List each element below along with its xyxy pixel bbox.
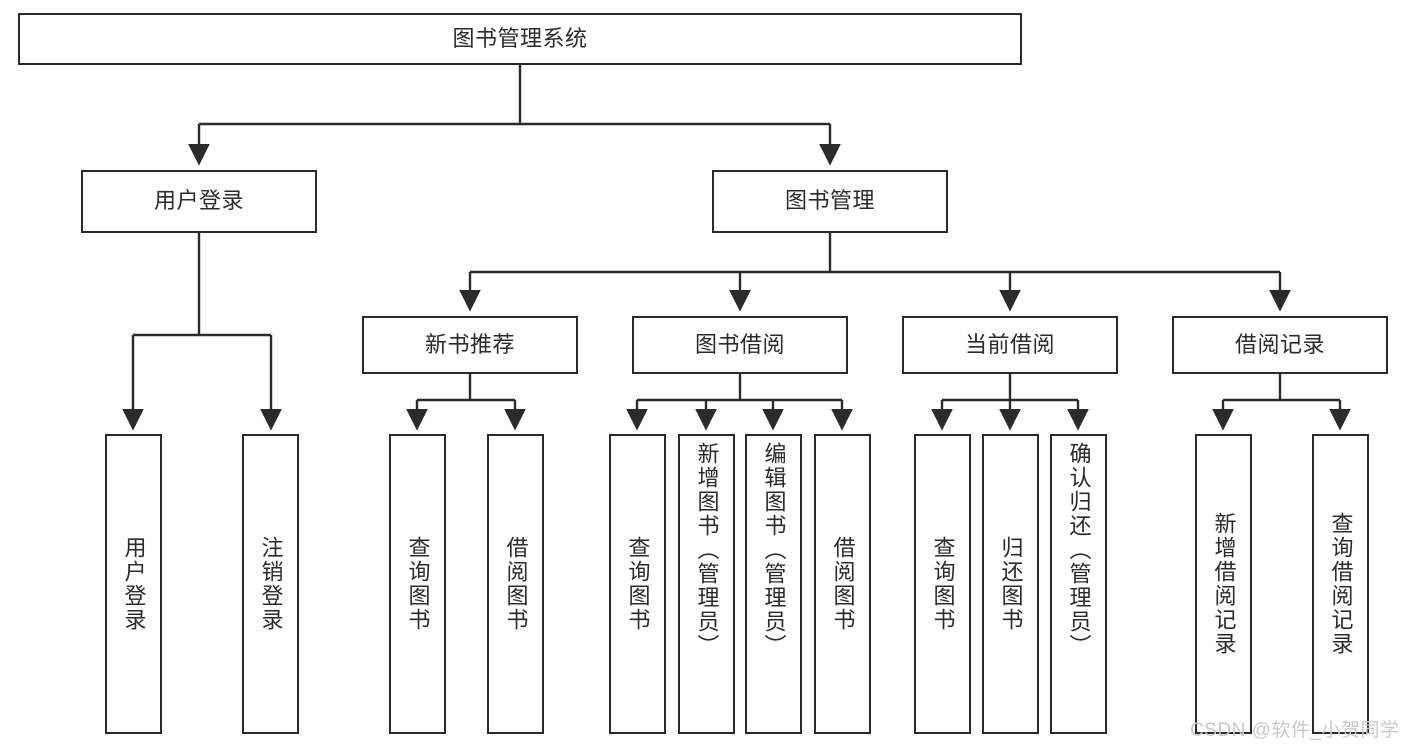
- node-label: 新书推荐: [424, 331, 515, 357]
- leaf-new-book-query-book: 查询图书: [389, 434, 446, 734]
- node-user-login: 用户登录: [81, 170, 317, 233]
- node-label: 图书借阅: [694, 331, 785, 357]
- node-label: 查询图书: [405, 536, 431, 632]
- leaf-book-borrow-query-book: 查询图书: [609, 434, 666, 734]
- node-label: 用户登录: [153, 188, 244, 214]
- node-label: 查询图书: [625, 536, 651, 632]
- node-label: 借阅图书: [830, 536, 856, 632]
- csdn-watermark: CSDN @软件_小贺同学: [1190, 720, 1400, 741]
- leaf-book-borrow-borrow-book: 借阅图书: [814, 434, 871, 734]
- leaf-user-login-login: 用户登录: [105, 434, 162, 734]
- leaf-book-borrow-edit-book-admin: 编辑图书（管理员）: [745, 434, 802, 734]
- leaf-current-borrow-query-book: 查询图书: [914, 434, 971, 734]
- leaf-current-borrow-return-book: 归还图书: [982, 434, 1039, 734]
- node-root-system: 图书管理系统: [18, 13, 1022, 65]
- node-label: 查询图书: [930, 536, 956, 632]
- node-book-management: 图书管理: [712, 170, 948, 233]
- node-label: 图书管理: [784, 188, 875, 214]
- node-label: 归还图书: [998, 536, 1024, 632]
- node-label: 编辑图书（管理员）: [761, 442, 787, 658]
- leaf-borrow-record-query-record: 查询借阅记录: [1312, 434, 1369, 734]
- node-label: 确认归还（管理员）: [1066, 442, 1092, 658]
- leaf-user-login-logout: 注销登录: [242, 434, 299, 734]
- node-current-borrow: 当前借阅: [902, 316, 1118, 374]
- node-new-book-recommend: 新书推荐: [362, 316, 578, 374]
- node-label: 注销登录: [258, 536, 284, 632]
- leaf-new-book-borrow-book: 借阅图书: [487, 434, 544, 734]
- node-borrow-record: 借阅记录: [1172, 316, 1388, 374]
- node-label: 图书管理系统: [452, 25, 588, 51]
- node-label: 借阅图书: [503, 536, 529, 632]
- node-label: 借阅记录: [1234, 331, 1325, 357]
- node-label: 用户登录: [121, 536, 147, 632]
- node-label: 当前借阅: [964, 331, 1055, 357]
- leaf-current-borrow-confirm-return-admin: 确认归还（管理员）: [1050, 434, 1107, 734]
- node-label: 新增图书（管理员）: [694, 442, 720, 658]
- node-book-borrow: 图书借阅: [632, 316, 848, 374]
- leaf-book-borrow-add-book-admin: 新增图书（管理员）: [678, 434, 735, 734]
- leaf-borrow-record-add-record: 新增借阅记录: [1195, 434, 1252, 734]
- node-label: 查询借阅记录: [1328, 512, 1354, 656]
- node-label: 新增借阅记录: [1211, 512, 1237, 656]
